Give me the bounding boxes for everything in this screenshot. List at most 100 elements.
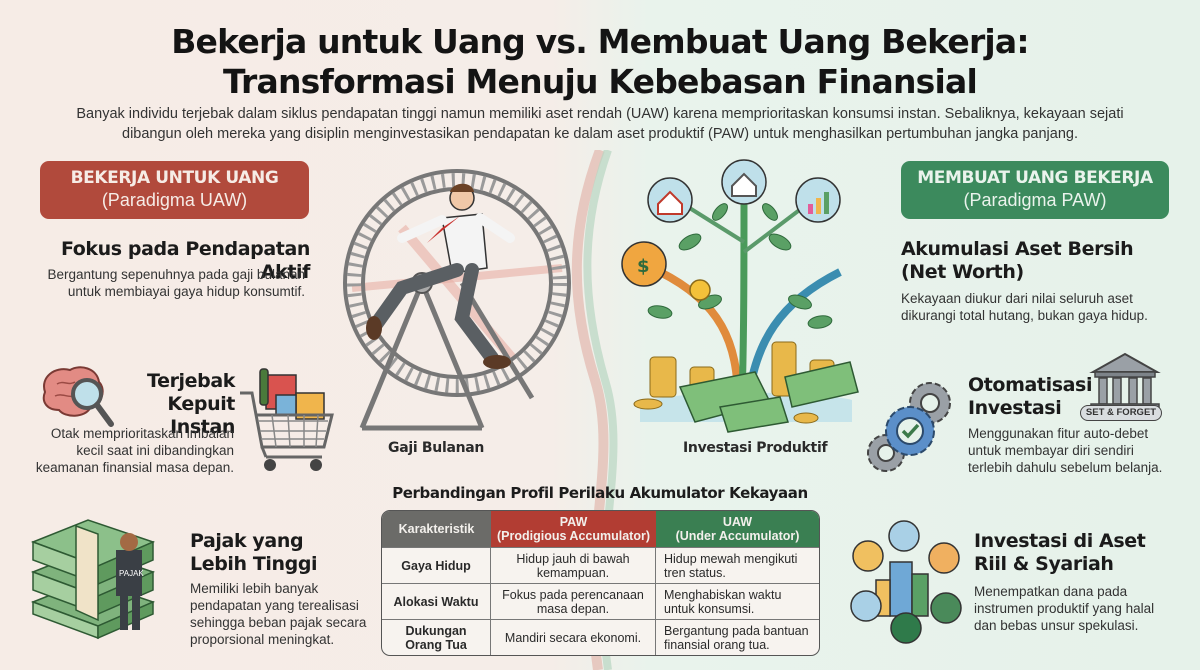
cell-text: Hidup mewah mengikuti <box>664 551 798 566</box>
cell-text: Orang Tua <box>405 637 467 652</box>
higher-tax-heading: Pajak yang Lebih Tinggi <box>190 530 370 576</box>
header-characteristic: Karakteristik <box>382 511 491 547</box>
shopping-cart-icon <box>240 368 334 471</box>
automation-text: Menggunakan fitur auto-debet untuk memba… <box>968 425 1193 476</box>
money-tree-illustration: $ <box>621 159 859 433</box>
text-line: kecil saat ini dibandingkan <box>76 443 234 458</box>
higher-tax-text: Memiliki lebih banyak pendapatan yang te… <box>190 580 375 648</box>
productive-investment-caption: Investasi Produktif <box>683 440 828 456</box>
comparison-table-title: Perbandingan Profil Perilaku Akumulator … <box>392 484 808 502</box>
net-worth-text: Kekayaan diukur dari nilai seluruh aset … <box>901 290 1191 324</box>
heading-line: Akumulasi Aset Bersih <box>901 238 1134 260</box>
text-line: pendapatan yang terealisasi <box>190 598 359 613</box>
text-line: sehingga beban pajak secara <box>190 615 367 630</box>
heading-line: (Net Worth) <box>901 261 1024 283</box>
page-title: Bekerja untuk Uang vs. Membuat Uang Beke… <box>0 22 1200 102</box>
gears-check-icon <box>867 382 951 472</box>
text-line: Menggunakan fitur auto-debet <box>968 426 1149 441</box>
real-sharia-heading: Investasi di Aset Riil & Syariah <box>974 530 1184 576</box>
text-line: Memiliki lebih banyak <box>190 581 319 596</box>
monthly-salary-caption: Gaji Bulanan <box>388 440 485 456</box>
header-uaw: UAW (Under Accumulator) <box>656 511 819 547</box>
text-line: Kekayaan diukur dari nilai seluruh aset <box>901 291 1133 306</box>
asset-cycle-icon <box>850 520 962 644</box>
instant-trap-heading: Terjebak Kepuit Instan <box>100 370 235 439</box>
header-label: Karakteristik <box>398 522 475 536</box>
cell-text: Alokasi Waktu <box>393 594 479 609</box>
row-characteristic: Gaya Hidup <box>382 547 491 583</box>
cell-text: Dukungan <box>405 623 467 638</box>
title-line-1: Bekerja untuk Uang vs. Membuat Uang Beke… <box>171 22 1029 61</box>
brain-magnifier-icon <box>42 366 114 427</box>
net-worth-heading: Akumulasi Aset Bersih (Net Worth) <box>901 238 1191 284</box>
uaw-badge-title: BEKERJA UNTUK UANG <box>70 168 279 188</box>
header-sublabel: (Prodigious Accumulator) <box>496 529 650 543</box>
intro-line-2: dibangun oleh mereka yang disiplin mengi… <box>122 126 1078 142</box>
text-line: instrumen produktif yang halal <box>974 601 1155 616</box>
text-line: dikurangi total hutang, bukan gaya hidup… <box>901 308 1148 323</box>
heading-line: Lebih Tinggi <box>190 553 318 575</box>
header-label: UAW <box>722 515 753 529</box>
header-sublabel: (Under Accumulator) <box>675 529 800 543</box>
intro-line-1: Banyak individu terjebak dalam siklus pe… <box>76 106 1124 122</box>
money-stack-tax-icon: PAJAK <box>30 519 156 640</box>
text-line: Menempatkan dana pada <box>974 584 1128 599</box>
instant-trap-text: Otak memprioritaskan imbalan kecil saat … <box>20 425 234 476</box>
cell-text: Gaya Hidup <box>401 558 471 573</box>
uaw-badge-subtitle: (Paradigma UAW) <box>101 190 248 210</box>
heading-line: Investasi di Aset <box>974 530 1146 552</box>
table-header-row: Karakteristik PAW (Prodigious Accumulato… <box>382 511 819 547</box>
cell-text: Fokus pada perencanaan <box>502 587 644 602</box>
text-line: Bergantung sepenuhnya pada gaji bulanan <box>47 267 305 282</box>
title-line-2: Transformasi Menuju Kebebasan Finansial <box>222 62 978 101</box>
cell-text: tren status. <box>664 565 726 580</box>
cell-text: Menghabiskan waktu <box>664 587 782 602</box>
header-label: PAW <box>559 515 588 529</box>
heading-line: Kepuit Instan <box>167 393 235 438</box>
svg-text:$: $ <box>637 256 650 277</box>
paw-badge-title: MEMBUAT UANG BEKERJA <box>917 168 1153 188</box>
cell-text: Hidup jauh di bawah <box>516 551 630 566</box>
heading-line: Investasi <box>968 397 1062 419</box>
heading-line: Pajak yang <box>190 530 304 552</box>
heading-line: Otomatisasi <box>968 374 1093 396</box>
cell-text: Bergantung pada bantuan <box>664 623 809 638</box>
row-characteristic: Alokasi Waktu <box>382 583 491 619</box>
paw-paradigm-badge: MEMBUAT UANG BEKERJA (Paradigma PAW) <box>901 161 1169 219</box>
header-paw: PAW (Prodigious Accumulator) <box>491 511 656 547</box>
cell-text: Mandiri secara ekonomi. <box>504 630 642 645</box>
cell-text: finansial orang tua. <box>664 637 770 652</box>
cell-text: kemampuan. <box>536 565 610 580</box>
hamster-wheel-illustration <box>343 169 571 431</box>
text-line: Otak memprioritaskan imbalan <box>50 426 234 441</box>
heading-line: Terjebak <box>147 370 235 392</box>
active-income-text: Bergantung sepenuhnya pada gaji bulanan … <box>20 266 305 300</box>
text-line: untuk membayar diri sendiri <box>968 443 1134 458</box>
automation-heading: Otomatisasi Investasi <box>968 374 1093 420</box>
text-line: untuk membiayai gaya hidup konsumtif. <box>67 284 305 299</box>
text-line: dan bebas unsur spekulasi. <box>974 618 1139 633</box>
intro-text: Banyak individu terjebak dalam siklus pe… <box>40 104 1160 144</box>
text-line: keamanan finansial masa depan. <box>35 460 234 475</box>
comparison-table: Karakteristik PAW (Prodigious Accumulato… <box>381 510 820 656</box>
text-line: proporsional meningkat. <box>190 632 335 647</box>
real-sharia-text: Menempatkan dana pada instrumen produkti… <box>974 583 1189 634</box>
cell-text: untuk konsumsi. <box>664 601 755 616</box>
cell-text: masa depan. <box>536 601 610 616</box>
active-income-heading: Fokus pada Pendapatan Aktif <box>60 238 310 283</box>
paw-badge-subtitle: (Paradigma PAW) <box>963 190 1107 210</box>
uaw-paradigm-badge: BEKERJA UNTUK UANG (Paradigma UAW) <box>40 161 309 219</box>
row-paw-value: Mandiri secara ekonomi. <box>491 619 656 655</box>
tax-label: PAJAK <box>119 569 144 578</box>
heading-line: Riil & Syariah <box>974 553 1114 575</box>
text-line: terlebih dahulu sebelum belanja. <box>968 460 1163 475</box>
